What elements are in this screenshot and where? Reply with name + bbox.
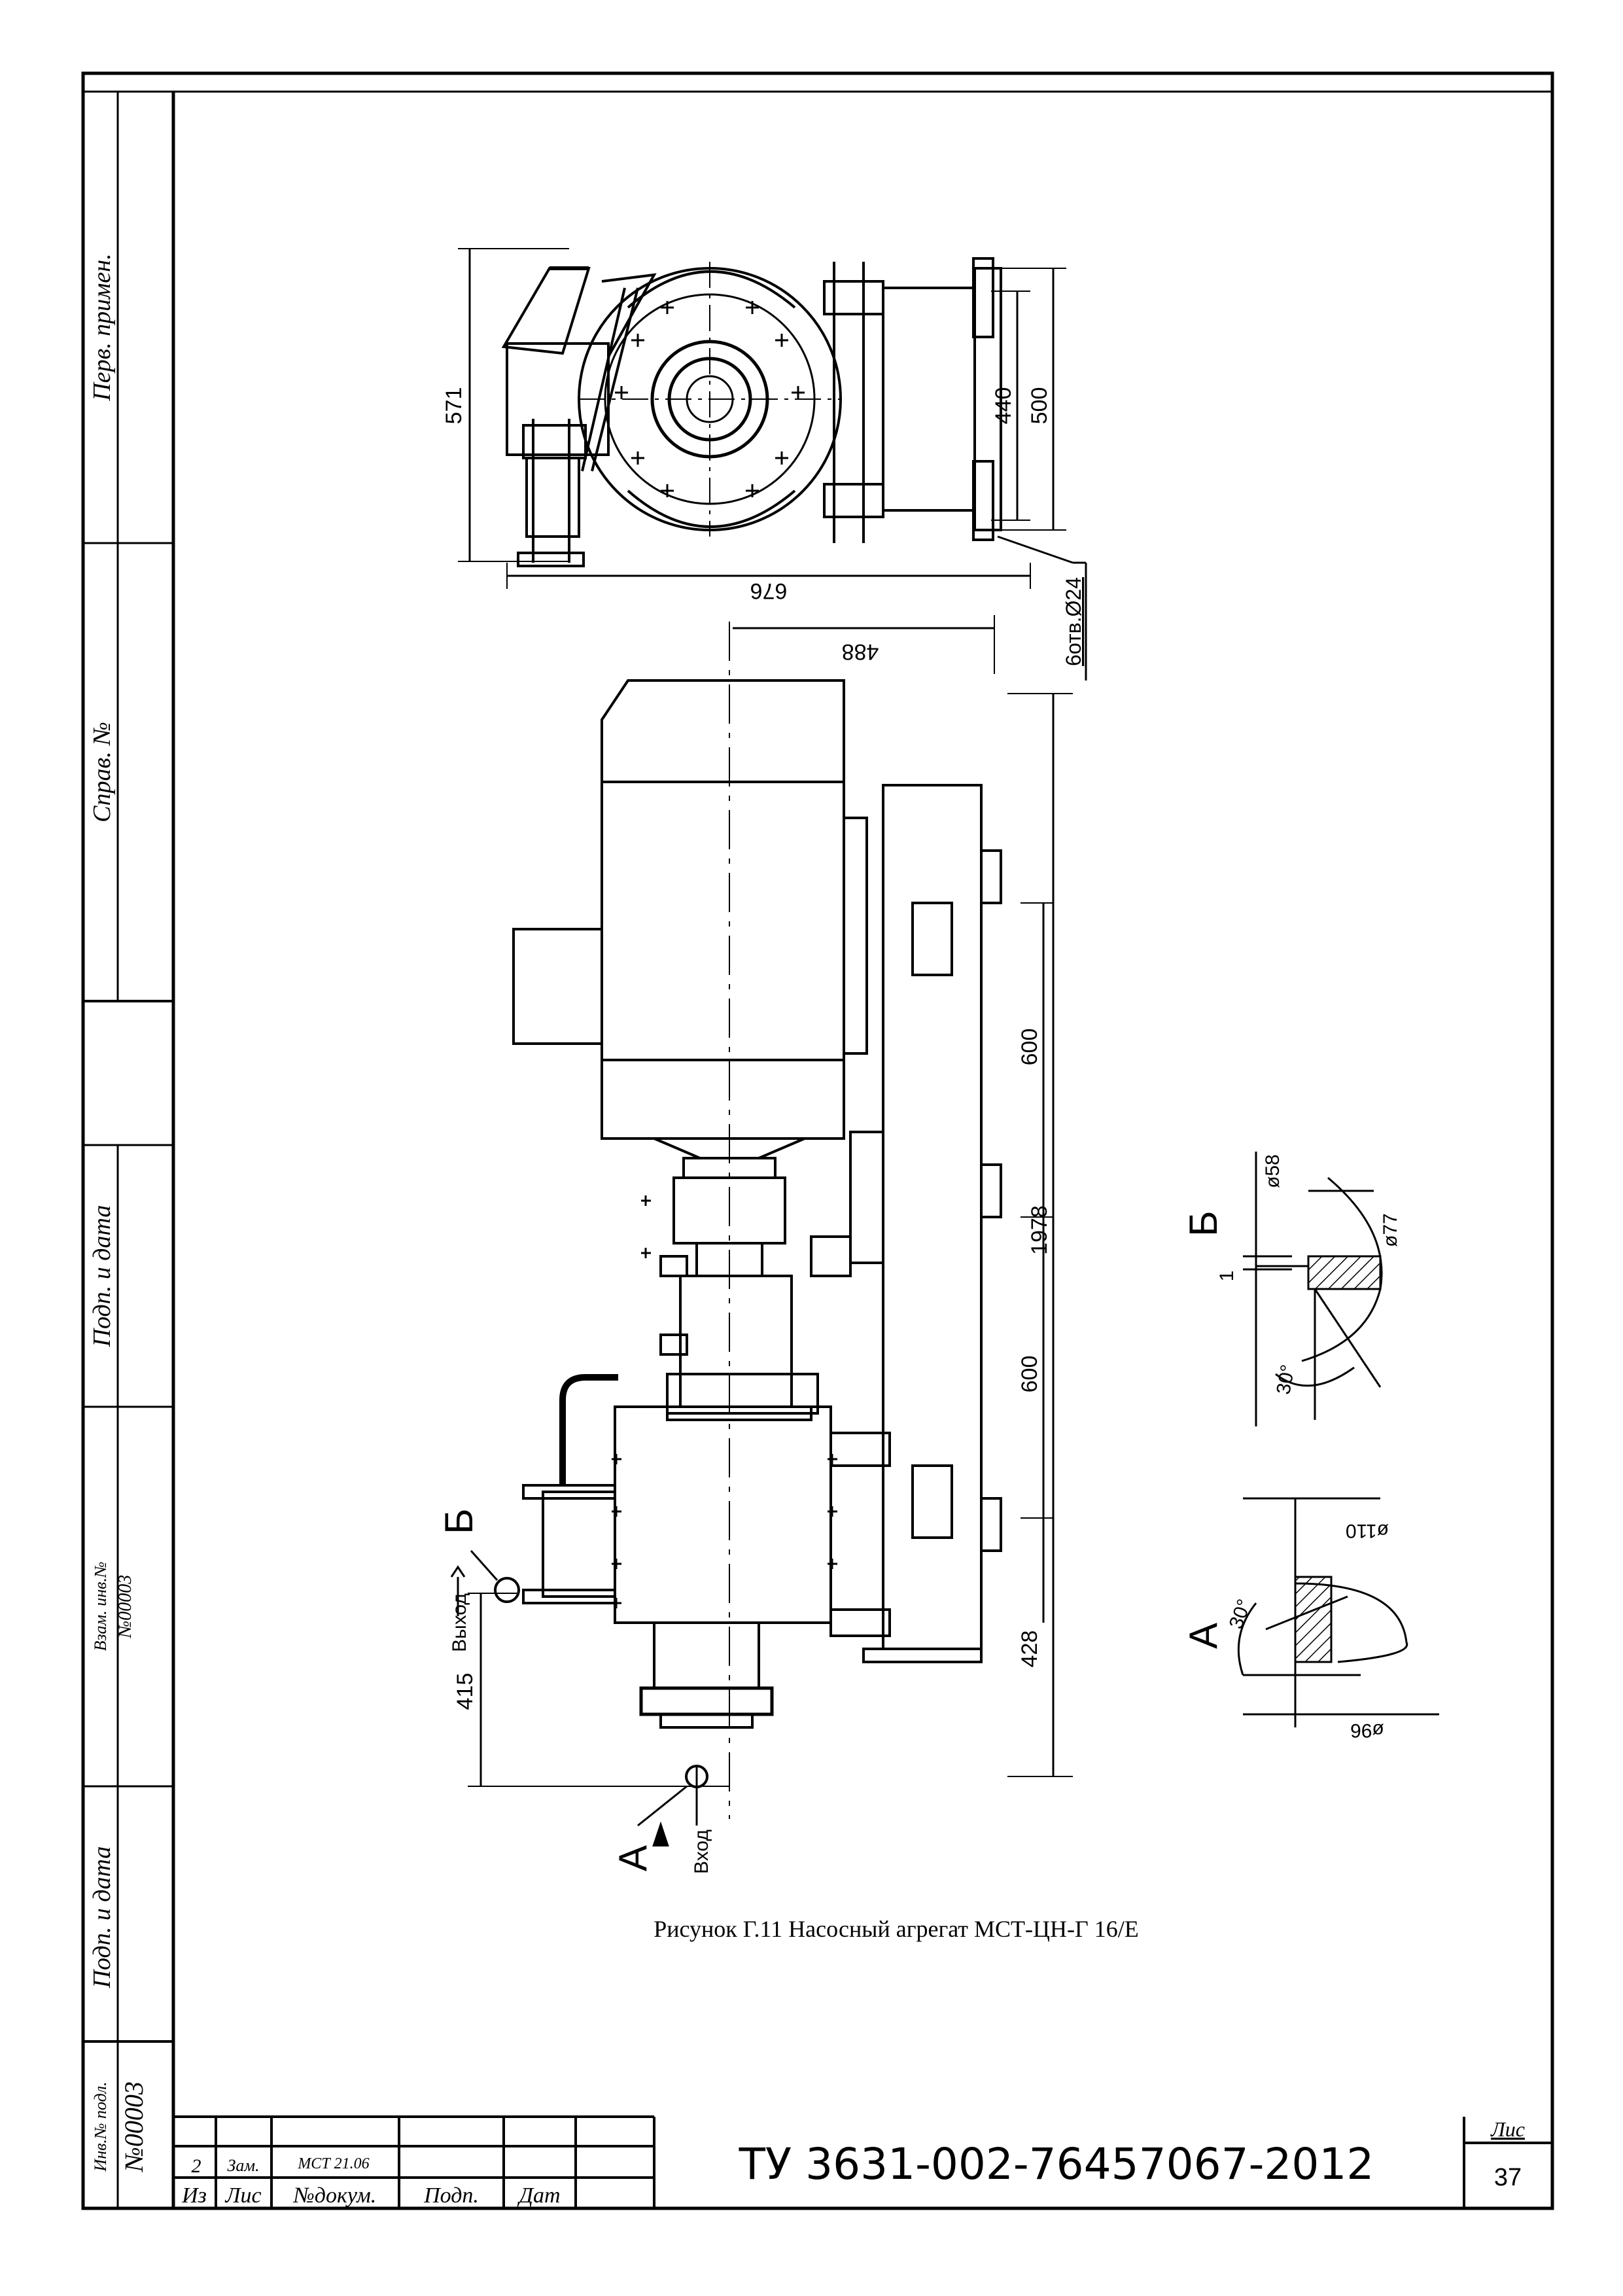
detail-a-angle: 30°	[1225, 1597, 1256, 1632]
pump-side-view	[450, 615, 1073, 1846]
tb-header-lis: Лис	[224, 2183, 261, 2208]
stamp-podp-data-bottom: Подп. и дата	[88, 1846, 116, 1989]
dim-488: 488	[842, 639, 879, 664]
dim-415: 415	[453, 1673, 478, 1710]
dim-440: 440	[991, 387, 1016, 425]
side-stamp-column: Перв. примен. Справ. № Подп. и дата Взам…	[83, 90, 173, 2208]
dim-428: 428	[1017, 1631, 1042, 1668]
tb-rev-number: 2	[192, 2155, 201, 2177]
dim-571: 571	[442, 387, 466, 425]
detail-a	[1237, 1497, 1439, 1727]
detail-a-letter: А	[1181, 1623, 1225, 1649]
outer-frame	[81, 71, 1554, 2210]
stamp-perv-primen: Перв. примен.	[88, 253, 116, 401]
label-vyhod: Выход	[449, 1593, 470, 1652]
tb-doc-number: МСТ 21.06	[297, 2155, 369, 2172]
stamp-sprav-no: Справ. №	[88, 722, 116, 822]
tb-designation: ТУ 3631-002-76457067-2012	[739, 2139, 1374, 2189]
figure-caption: Рисунок Г.11 Насосный агрегат МСТ-ЦН-Г 1…	[654, 1916, 1139, 1942]
tb-header-doc: №докум.	[293, 2183, 377, 2208]
dim-holes: 6отв.Ø24	[1062, 577, 1085, 666]
stamp-inv-podl-value: №00003	[119, 2081, 148, 2173]
stamp-inv-podl: Инв.№ подл.	[91, 2081, 110, 2172]
detail-b-one: 1	[1216, 1271, 1238, 1282]
label-a-callout: А	[611, 1845, 655, 1871]
detail-b-letter: Б	[1181, 1210, 1225, 1236]
label-b-callout: Б	[437, 1508, 481, 1534]
dim-676: 676	[750, 578, 788, 603]
stamp-vzam-inv-value: №00003	[115, 1575, 135, 1638]
detail-b-d58: ø58	[1262, 1154, 1283, 1188]
tb-zam: Зам.	[228, 2156, 260, 2175]
title-block	[173, 2115, 1552, 2208]
stamp-podp-data-top: Подп. и дата	[88, 1205, 116, 1348]
dim-500: 500	[1027, 387, 1052, 425]
dim-1978: 1978	[1027, 1205, 1052, 1255]
tb-header-dat: Дат	[517, 2183, 560, 2208]
pump-end-view	[458, 248, 1087, 680]
detail-b-d77: ø77	[1380, 1213, 1401, 1247]
label-vhod: Вход	[691, 1829, 712, 1874]
detail-a-d96: ø96	[1350, 1720, 1384, 1741]
tb-header-podp: Подп.	[423, 2183, 479, 2208]
tb-lis-label: Лис	[1490, 2117, 1525, 2141]
detail-a-d110: ø110	[1346, 1520, 1389, 1542]
dim-600-upper: 600	[1017, 1029, 1042, 1066]
detail-b	[1243, 1152, 1383, 1426]
dim-600-lower: 600	[1017, 1356, 1042, 1393]
tb-sheet-number: 37	[1494, 2164, 1522, 2191]
stamp-vzam-inv: Взам. инв.№	[91, 1562, 110, 1651]
detail-b-angle: 30°	[1272, 1363, 1299, 1396]
tb-header-iz: Из	[181, 2183, 207, 2208]
